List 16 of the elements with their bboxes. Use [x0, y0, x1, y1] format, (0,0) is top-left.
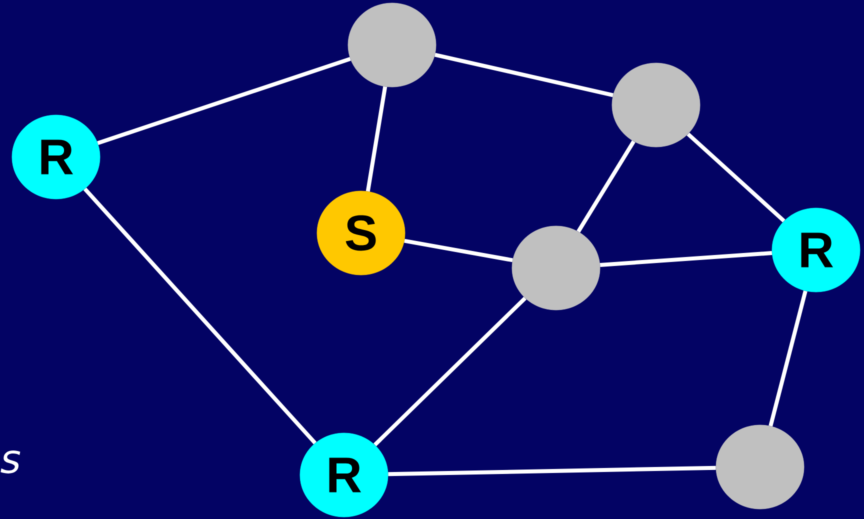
circle — [716, 424, 804, 510]
circle — [348, 2, 436, 88]
line — [434, 52, 614, 98]
line — [83, 188, 317, 444]
line — [600, 251, 772, 267]
line — [768, 290, 808, 427]
line — [576, 140, 636, 233]
line — [374, 296, 526, 446]
line — [686, 132, 786, 222]
line — [404, 238, 513, 262]
circle — [612, 62, 700, 148]
line — [97, 57, 351, 145]
letter: s — [0, 450, 20, 474]
circle — [512, 226, 600, 310]
line — [366, 86, 388, 192]
line — [388, 466, 716, 476]
